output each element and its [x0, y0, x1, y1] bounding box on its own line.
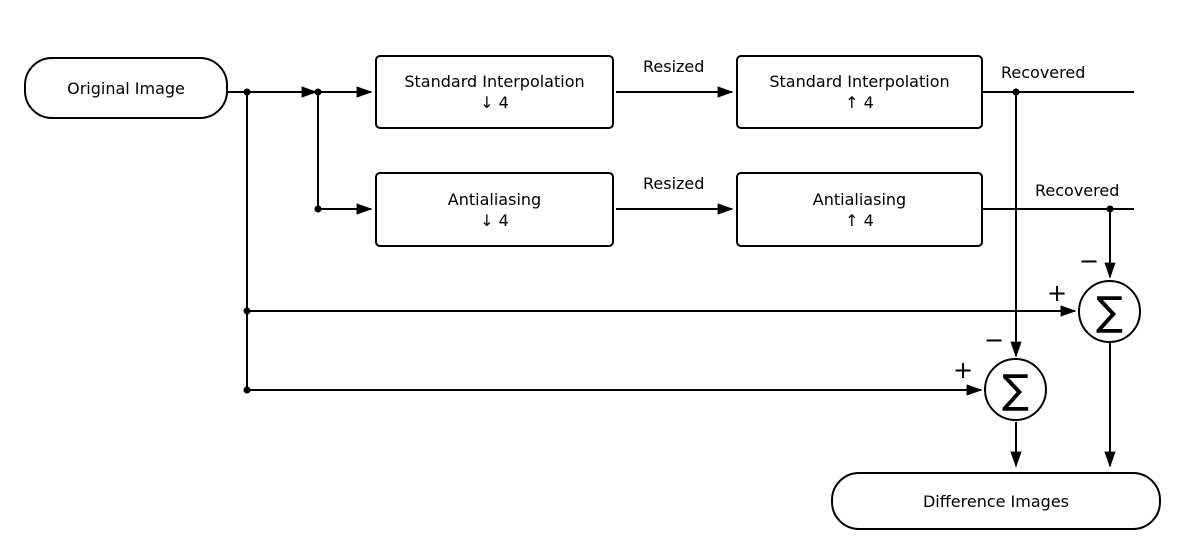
node-title: Standard Interpolation	[404, 72, 585, 91]
node-factor: ↓ 4	[480, 93, 509, 112]
difference-images-node: Difference Images	[831, 472, 1161, 530]
junction-dot	[243, 386, 251, 394]
edge-label-resized-bottom: Resized	[643, 174, 705, 193]
sign-minus-right: −	[1079, 247, 1100, 275]
node-title: Antialiasing	[812, 189, 907, 209]
original-image-label: Original Image	[67, 78, 185, 98]
sign-minus-left: −	[984, 326, 1005, 354]
original-image-node: Original Image	[24, 57, 228, 119]
antialiasing-upsample-node: Antialiasing ↑ 4	[736, 172, 983, 247]
antialiasing-downsample-node: Antialiasing ↓ 4	[375, 172, 614, 247]
junction-dot	[314, 88, 322, 96]
summation-node-right: ∑	[1078, 280, 1141, 343]
difference-images-label: Difference Images	[922, 491, 1069, 511]
standard-interpolation-upsample-node: Standard Interpolation ↑ 4	[736, 55, 983, 129]
junction-dot	[314, 205, 322, 213]
junction-dot	[243, 307, 251, 315]
sigma-icon: ∑	[1002, 366, 1029, 413]
node-title: Standard Interpolation	[769, 72, 950, 91]
sigma-icon: ∑	[1096, 288, 1123, 335]
junction-dot	[1012, 88, 1020, 96]
node-title: Antialiasing	[447, 189, 542, 209]
node-factor: ↓ 4	[480, 210, 509, 230]
junction-dot	[243, 88, 251, 96]
junction-dot	[1106, 205, 1114, 213]
standard-interpolation-downsample-node: Standard Interpolation ↓ 4	[375, 55, 614, 129]
node-factor: ↑ 4	[845, 210, 874, 230]
sign-plus-right: +	[1047, 279, 1068, 307]
summation-node-left: ∑	[984, 358, 1047, 421]
edge-label-resized-top: Resized	[643, 57, 705, 76]
node-factor: ↑ 4	[845, 93, 874, 112]
sign-plus-left: +	[953, 356, 974, 384]
edge-label-recovered-top: Recovered	[1001, 63, 1086, 82]
edge-label-recovered-bottom: Recovered	[1035, 181, 1120, 200]
